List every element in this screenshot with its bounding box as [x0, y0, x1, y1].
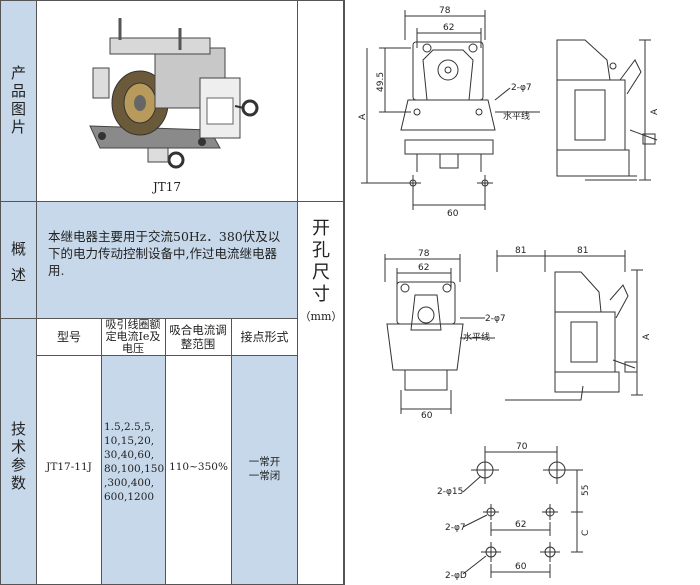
- hole-cut-D: 2-φD: [445, 571, 467, 581]
- divider: [231, 319, 232, 585]
- divider: [344, 0, 345, 585]
- range-value: 110~350%: [169, 461, 228, 473]
- product-caption: JT17: [152, 180, 182, 194]
- label-cell-bg: [1, 202, 36, 318]
- divider: [165, 319, 166, 585]
- dim-mid-81a: 81: [515, 246, 526, 256]
- dim-cut-55: 55: [581, 485, 591, 496]
- dim-mid-81b: 81: [577, 246, 588, 256]
- dim-top-A: A: [358, 113, 368, 120]
- dim-mid-78: 78: [418, 249, 430, 259]
- dim-cut-70: 70: [516, 442, 528, 452]
- hole-cut-15: 2-φ15: [437, 487, 463, 497]
- technical-drawings: 78 62 49.5 A 2-φ7 水平线 60 A 78 62 2-φ7 水平…: [358, 6, 660, 581]
- dim-mid-62: 62: [418, 263, 429, 273]
- overview-text: 本继电器主要用于交流50Hz．380伏及以下的电力传动控制设备中,作过电流继电器…: [48, 229, 281, 278]
- divider: [36, 355, 298, 356]
- label-product-image: 产品图片: [10, 64, 26, 136]
- dim-cut-62: 62: [515, 520, 526, 530]
- dim-cut-C: C: [581, 530, 591, 536]
- divider: [101, 319, 102, 585]
- header-contact: 接点形式: [240, 330, 289, 344]
- header-range: 吸合电流调整范围: [169, 323, 227, 351]
- hole-top: 2-φ7: [511, 83, 532, 93]
- dim-top-78: 78: [439, 6, 451, 16]
- dim-mid-A: A: [642, 333, 652, 340]
- model-value: JT17-11J: [46, 461, 92, 473]
- dim-top-A-side: A: [650, 108, 660, 115]
- dim-mid-60: 60: [421, 411, 433, 421]
- contact-values: 一常开一常闭: [248, 456, 281, 482]
- divider: [36, 0, 37, 585]
- label-overview: 概述: [10, 240, 26, 284]
- divider: [297, 0, 298, 585]
- divider: [0, 201, 344, 202]
- hole-mid: 2-φ7: [485, 314, 506, 324]
- horizontal-line-mid: 水平线: [463, 331, 490, 343]
- product-photo: [89, 18, 259, 169]
- current-column-bg: [101, 356, 165, 584]
- dim-top-60: 60: [447, 209, 459, 219]
- label-cutout: 开孔尺寸: [312, 218, 330, 305]
- label-cell-bg: [1, 1, 36, 201]
- divider: [0, 318, 298, 319]
- label-tech-params: 技术参数: [10, 420, 26, 492]
- header-coil: 吸引线圈额定电流Ie及电压: [105, 318, 161, 355]
- dim-top-49-5: 49.5: [376, 72, 386, 92]
- cutout-unit: （mm）: [299, 310, 343, 323]
- hole-cut-7: 2-φ7: [445, 523, 466, 533]
- contact-column-bg: [231, 356, 297, 584]
- current-values: 1.5,2.5,5,10,15,20,30,40,60, 80,100,150,…: [104, 421, 165, 503]
- label-cell-bg: [1, 319, 36, 584]
- header-model: 型号: [56, 330, 81, 344]
- dim-cut-60: 60: [515, 562, 527, 572]
- overview-cell-bg: [37, 202, 297, 318]
- dim-top-62: 62: [443, 23, 454, 33]
- horizontal-line-top: 水平线: [503, 110, 530, 122]
